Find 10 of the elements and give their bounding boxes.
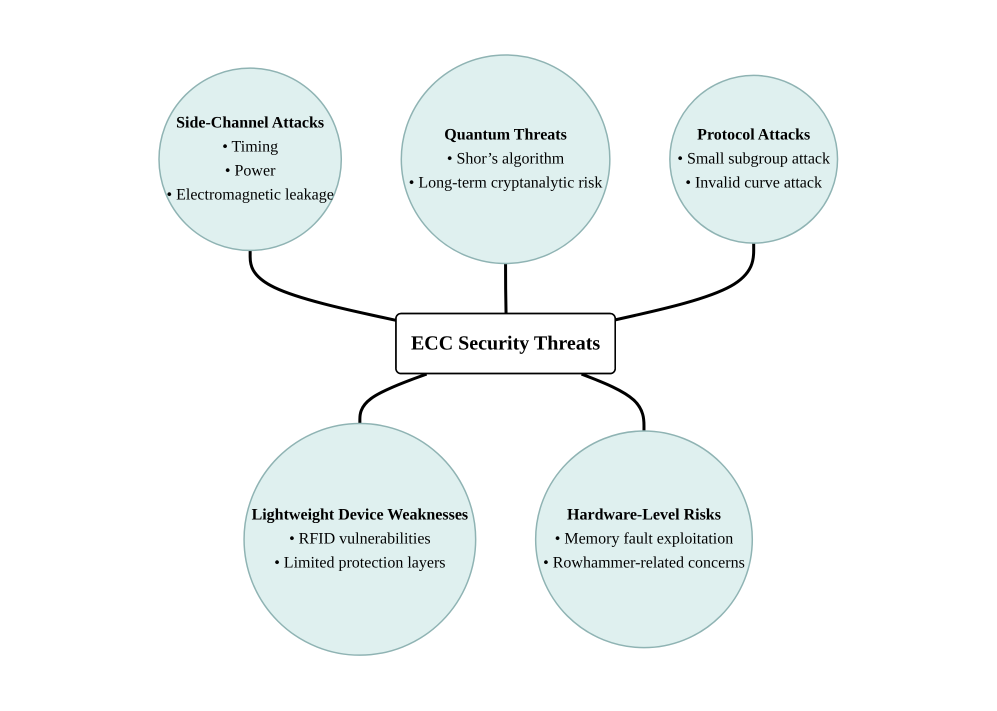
node-circle: Protocol Attacks • Small subgroup attack • Invalid curve attack [669,75,839,244]
connector [358,373,428,424]
connector [616,244,756,322]
node-circle: Lightweight Device Weaknesses • RFID vulnerabilities • Limited protection layers [244,423,477,656]
connector [248,250,397,322]
node-circle: Hardware-Level Risks • Memory fault exploitation • Rowhammer-related concerns [535,430,754,649]
node-circle: Quantum Threats • Shor’s algorithm • Long-term cryptanalytic risk [400,54,611,265]
connector [581,373,646,432]
connector [504,264,508,314]
node-circle: Side-Channel Attacks • Timing • Power • Electromagnetic leakage [158,68,342,252]
